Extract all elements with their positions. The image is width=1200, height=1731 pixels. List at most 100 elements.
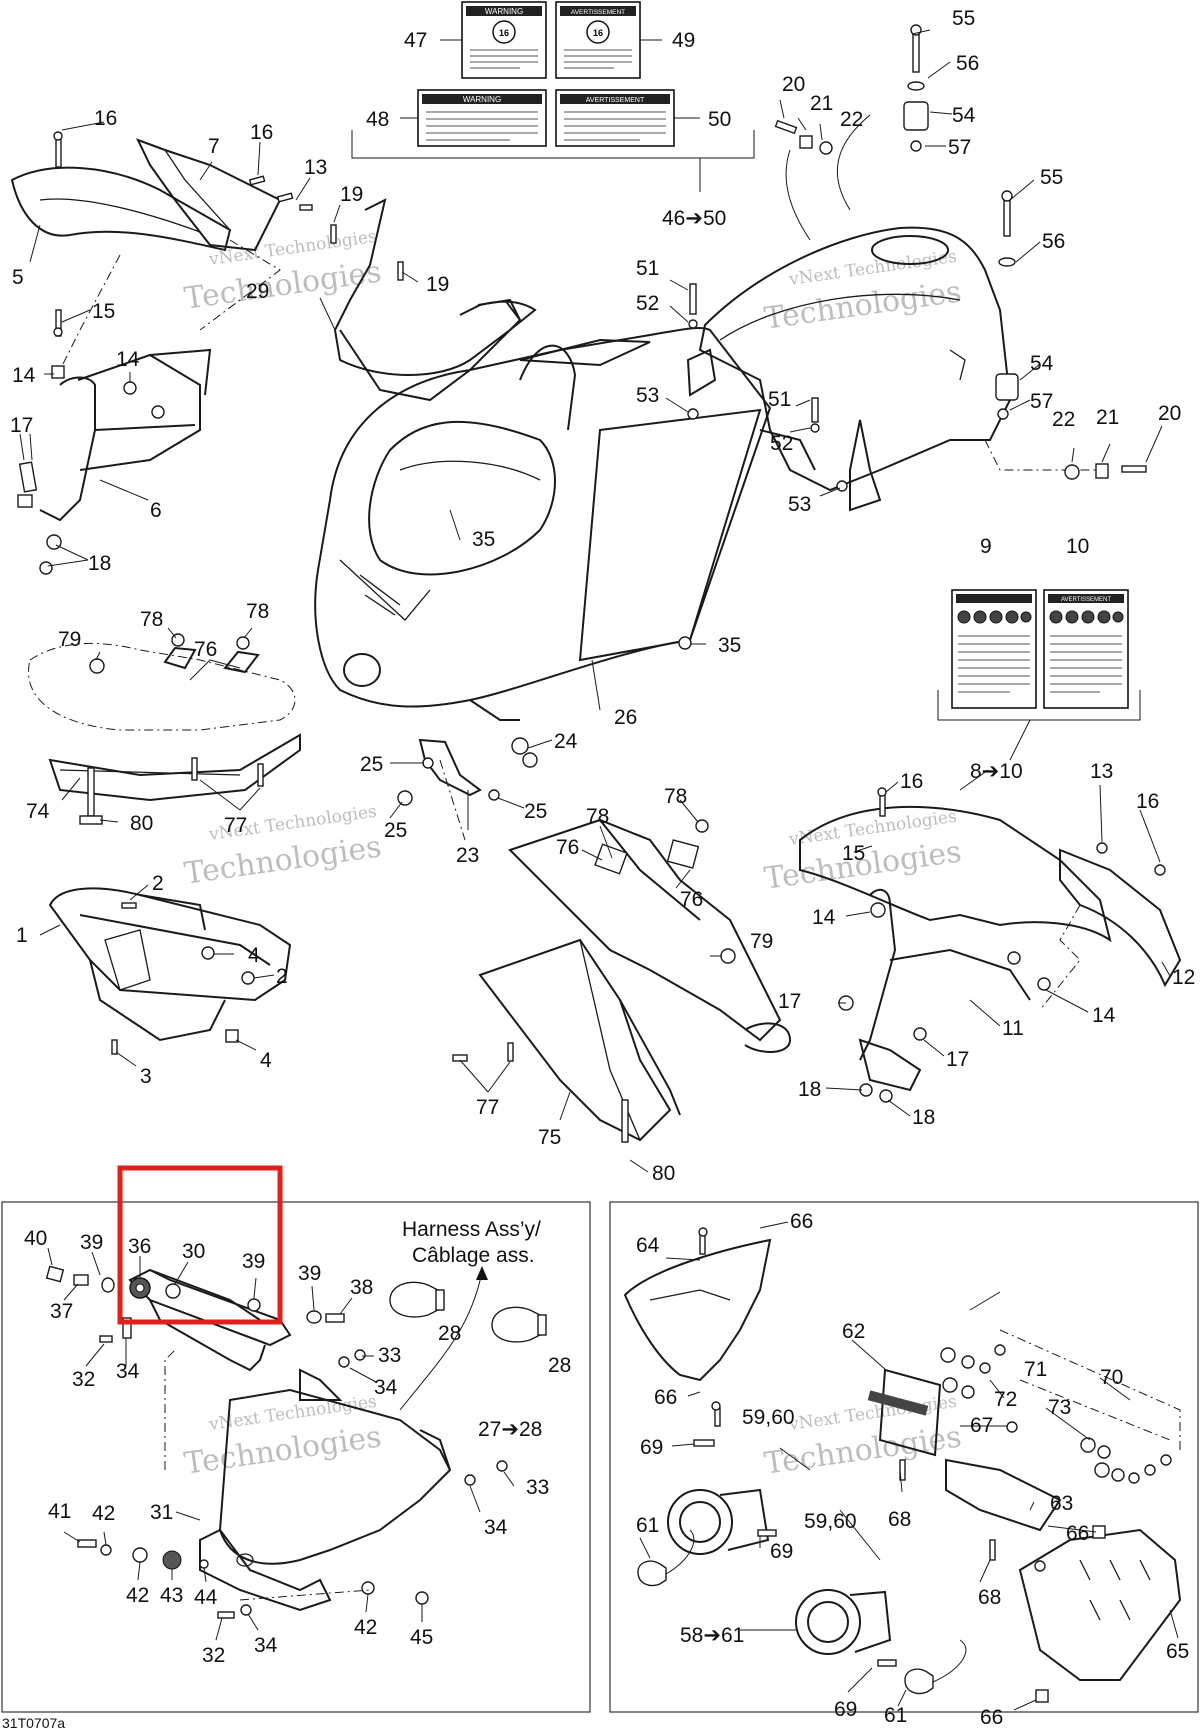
hood-outline: [314, 326, 772, 708]
bulb-28-b: [491, 1306, 541, 1343]
callout-labels: 16 7 16 13 19 19 5 29 15 14 14 17 6 18 4…: [10, 7, 1195, 1729]
callout-label: 36: [128, 1235, 151, 1258]
callout-label: 53: [636, 384, 659, 407]
callout-label: 78: [140, 608, 163, 631]
module-62: [878, 1368, 942, 1457]
callout-label: 49: [672, 29, 695, 52]
callout-label: 78: [664, 785, 687, 808]
callout-label: 54: [1030, 352, 1054, 375]
callout-label: 40: [24, 1227, 47, 1250]
callout-label: 47: [404, 29, 427, 52]
callout-label: 11: [1002, 1017, 1024, 1040]
decal-10-title: AVERTISSEMENT: [1061, 597, 1111, 603]
callout-label: 61: [636, 1514, 659, 1537]
callout-label: 16: [1136, 790, 1159, 813]
callout-label: 51: [768, 388, 791, 411]
decal-49-badge-text: 16: [593, 28, 603, 38]
callout-label: 55: [952, 7, 975, 30]
callout-label: 77: [476, 1096, 499, 1119]
callout-label: 63: [1050, 1492, 1073, 1515]
callout-label: 10: [1066, 535, 1089, 558]
callout-label: 17: [10, 414, 33, 437]
callout-label: 30: [182, 1240, 205, 1263]
decals-9-10-stem: [1009, 719, 1031, 761]
headlight-cover-65: [1018, 1528, 1182, 1681]
callout-label: 80: [130, 812, 153, 835]
callout-label: 52: [636, 292, 659, 315]
callout-label: 9: [980, 535, 992, 558]
bulb-61-a: [637, 1560, 667, 1587]
bracket-63: [945, 1458, 1062, 1532]
bumper-6-tube: [39, 376, 96, 522]
callout-label: 39: [242, 1250, 265, 1273]
callout-label: 33: [526, 1476, 549, 1499]
decal-49-header: [560, 6, 636, 16]
bracket-23: [418, 738, 482, 841]
callout-label: 64: [636, 1234, 660, 1257]
callout-label: 56: [1042, 230, 1065, 253]
callout-label: 74: [26, 800, 50, 823]
callout-label: 79: [58, 628, 81, 651]
shield-31: [199, 1528, 332, 1612]
decal-50-title: AVERTISSEMENT: [586, 97, 645, 104]
callout-label: 33: [378, 1344, 401, 1367]
bottom-left-frame: [1, 1201, 591, 1713]
callout-label: 23: [456, 844, 479, 867]
right-fender: [799, 805, 1182, 1092]
callout-label: 45: [410, 1626, 433, 1649]
callout-label: 76: [556, 836, 579, 859]
callout-label: 53: [788, 493, 811, 516]
callout-label: 37: [50, 1300, 73, 1323]
callout-label: 18: [912, 1106, 935, 1129]
callout-label: 16: [250, 121, 273, 144]
callout-label: 66: [980, 1706, 1003, 1729]
callout-label: 4: [248, 944, 260, 967]
callout-label: 57: [948, 136, 971, 159]
decal-47-title: WARNING: [485, 7, 523, 16]
callout-label: 8➔10: [970, 760, 1023, 783]
callout-label: 71: [1024, 1358, 1047, 1381]
decals-47-50: WARNING 16 AVERTISSEMENT 16 WARNING AVER…: [351, 1, 755, 192]
callout-label: 29: [246, 280, 269, 303]
tank-filler-opening: [871, 235, 949, 265]
callout-label: 22: [1052, 408, 1075, 431]
callout-label: 25: [384, 819, 407, 842]
callout-label: 17: [778, 990, 801, 1013]
callout-label: 68: [978, 1586, 1001, 1609]
callout-label: 42: [354, 1616, 377, 1639]
callout-label: 54: [952, 104, 976, 127]
callout-label: 2: [152, 872, 164, 895]
callout-label: 41: [48, 1500, 71, 1523]
bumper-1: [48, 887, 292, 1042]
decal-47-badge-text: 16: [499, 28, 509, 38]
callout-label: 31: [150, 1501, 173, 1524]
bumper-6: [17, 239, 281, 522]
callout-label: 79: [750, 930, 773, 953]
callout-label: 14: [12, 364, 36, 387]
callout-label: 35: [472, 528, 495, 551]
callout-label: 52: [770, 432, 793, 455]
callout-label: 13: [1090, 760, 1113, 783]
panel-7: [136, 138, 282, 252]
leader-lines-mid: [39, 627, 1171, 1173]
callout-label: 59,60: [804, 1510, 857, 1533]
bumper-1-outline: [48, 887, 292, 1002]
fender-8: [799, 805, 1112, 943]
callout-label: 14: [1092, 1004, 1116, 1027]
headlight-opening: [343, 653, 381, 687]
callout-label: 50: [708, 108, 731, 131]
callout-label: 34: [116, 1360, 140, 1383]
callout-label: 19: [426, 273, 449, 296]
decal-49-title: AVERTISSEMENT: [571, 9, 625, 16]
left-fender: [10, 138, 282, 252]
callout-label: 78: [586, 805, 609, 828]
skid-plate-75: [478, 818, 792, 1143]
callout-label: 18: [88, 552, 111, 575]
decals-9-10: AVERTISSEMENT: [937, 589, 1141, 761]
bulb-61-b: [904, 1668, 934, 1695]
callout-label: 67: [970, 1414, 993, 1437]
callout-label: 5: [12, 266, 24, 289]
callout-label: 62: [842, 1320, 865, 1343]
callout-label: 69: [770, 1540, 793, 1563]
